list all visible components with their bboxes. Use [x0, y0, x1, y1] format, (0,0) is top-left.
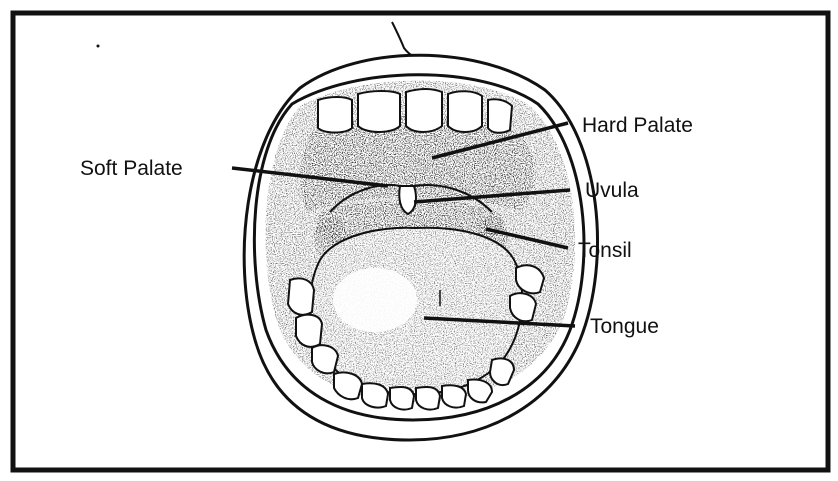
- tooth: [516, 265, 544, 293]
- tooth: [510, 293, 536, 321]
- philtrum-mark: [392, 22, 426, 59]
- label-tongue: Tongue: [590, 315, 659, 338]
- label-tonsil: Tonsil: [578, 239, 632, 262]
- tooth: [358, 91, 400, 132]
- tooth: [296, 315, 322, 347]
- tooth: [442, 385, 466, 407]
- tooth: [416, 387, 440, 410]
- tongue-highlight: [333, 268, 417, 332]
- tooth: [390, 387, 414, 410]
- tooth: [288, 278, 314, 314]
- tooth: [362, 383, 388, 407]
- tooth: [318, 97, 352, 133]
- speck: [97, 45, 100, 48]
- label-uvula: Uvula: [585, 179, 639, 202]
- tooth: [488, 99, 512, 133]
- tooth: [406, 89, 442, 132]
- tooth: [312, 345, 338, 373]
- tooth: [448, 91, 482, 132]
- label-hard-palate: Hard Palate: [582, 114, 693, 137]
- tooth: [468, 380, 492, 403]
- label-soft-palate: Soft Palate: [80, 157, 183, 180]
